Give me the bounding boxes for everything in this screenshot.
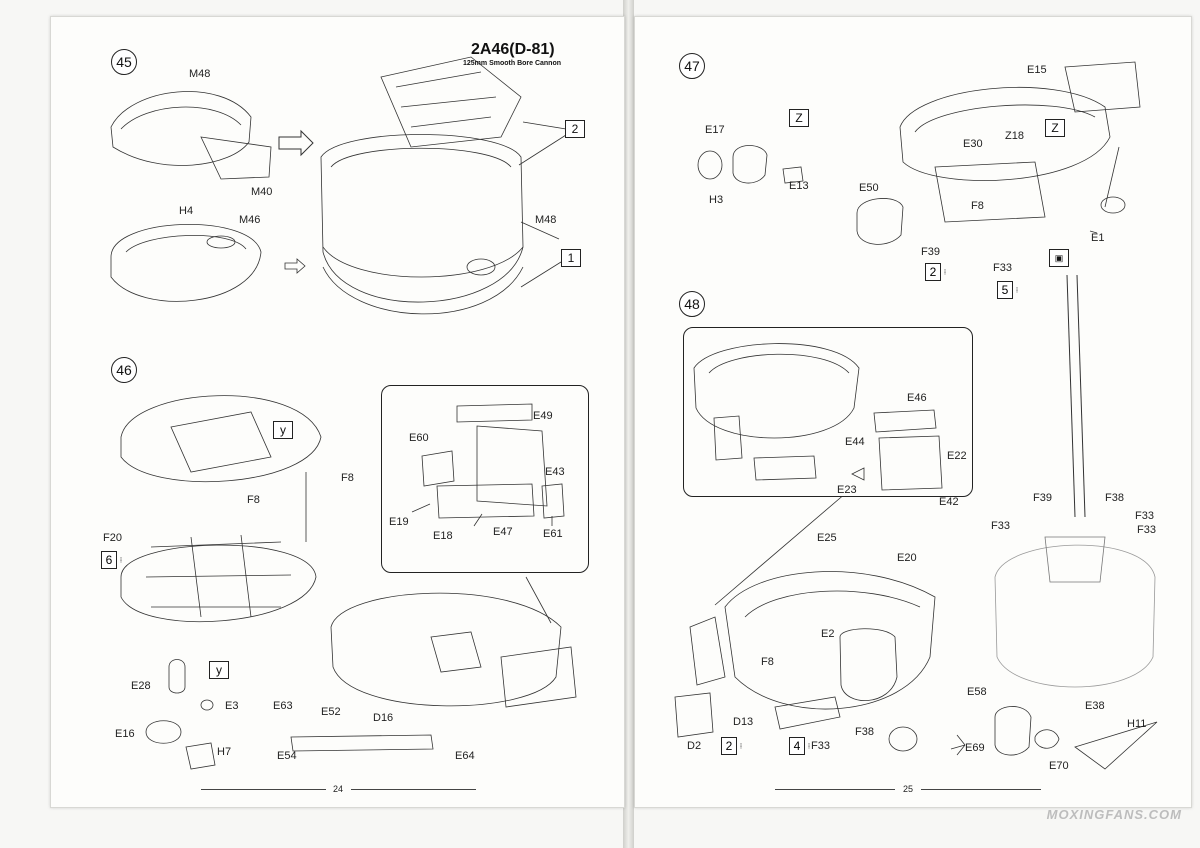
part-label: E52 <box>321 706 341 718</box>
part-label: E16 <box>115 728 135 740</box>
detail-callout-art <box>411 403 565 527</box>
detail-callout-art <box>693 343 943 491</box>
part-label: F38 <box>1105 492 1124 504</box>
paint-ref: 6 •••• <box>101 551 124 569</box>
part-label: E47 <box>493 526 513 538</box>
reference-icon: ▣ <box>1049 249 1069 267</box>
part-label: F8 <box>247 494 260 506</box>
part-label: E61 <box>543 528 563 540</box>
step-47-number: 47 <box>679 53 705 79</box>
part-label: E3 <box>225 700 239 712</box>
part-label: E23 <box>837 484 857 496</box>
part-label: F33 <box>1137 524 1156 536</box>
part-label: F8 <box>971 200 984 212</box>
part-label: E43 <box>545 466 565 478</box>
paint-ref: 2 •••• <box>721 737 744 755</box>
page-number: 24 <box>333 784 344 794</box>
part-label: H4 <box>179 205 194 217</box>
detail-callout <box>683 327 973 497</box>
part-label: F33 <box>1135 510 1154 522</box>
part-label: E25 <box>817 532 837 544</box>
part-label: F33 <box>811 740 830 752</box>
marker-y-top: y <box>273 421 293 439</box>
part-label: D13 <box>733 716 754 728</box>
part-label: H3 <box>709 194 724 206</box>
part-label: E17 <box>705 124 725 136</box>
part-label: F39 <box>1033 492 1052 504</box>
part-label: E30 <box>963 138 983 150</box>
part-label: F20 <box>103 532 122 544</box>
part-label: E58 <box>967 686 987 698</box>
part-label: M40 <box>251 186 273 198</box>
part-label: D16 <box>373 712 394 724</box>
book-gutter <box>623 0 634 848</box>
footer-rule <box>775 789 895 790</box>
part-label: E42 <box>939 496 959 508</box>
part-label: E15 <box>1027 64 1047 76</box>
part-label: F38 <box>855 726 874 738</box>
part-label: Z18 <box>1005 130 1024 142</box>
right-page: 47 E15 Z Z E17 E13 H3 E30 Z18 E50 F8 E1 … <box>634 16 1192 808</box>
detail-callout <box>381 385 589 573</box>
footer-rule <box>351 789 476 790</box>
part-label: H11 <box>1127 718 1147 730</box>
marker-z-right: Z <box>1045 119 1065 137</box>
gun-title: 2A46(D-81) <box>471 41 555 58</box>
paint-ref: 5 •••• <box>997 281 1020 299</box>
right-line-art <box>674 61 1158 770</box>
part-label: M48 <box>535 214 557 226</box>
part-label: E2 <box>821 628 835 640</box>
step-46-number: 46 <box>111 357 137 383</box>
part-label: F33 <box>991 520 1010 532</box>
part-label: E20 <box>897 552 917 564</box>
part-label: H7 <box>217 746 232 758</box>
left-page: 45 2A46(D-81) 125mm Smooth Bore Cannon M… <box>50 16 625 808</box>
footer-rule <box>201 789 326 790</box>
part-label: E70 <box>1049 760 1069 772</box>
part-label: F8 <box>761 656 774 668</box>
part-label: E28 <box>131 680 151 692</box>
part-label: E63 <box>273 700 293 712</box>
footer-rule <box>921 789 1041 790</box>
watermark: MOXINGFANS.COM <box>1046 807 1182 822</box>
marker-z-left: Z <box>789 109 809 127</box>
part-label: E1 <box>1091 232 1105 244</box>
part-label: E38 <box>1085 700 1105 712</box>
part-label: E64 <box>455 750 475 762</box>
part-label: F8 <box>341 472 354 484</box>
page-number: 25 <box>903 784 914 794</box>
part-label: M46 <box>239 214 261 226</box>
marker-y-detail: y <box>209 661 229 679</box>
part-label: E18 <box>433 530 453 542</box>
paint-ref: 4 •••• <box>789 737 812 755</box>
subassembly-ref: 2 <box>565 120 585 138</box>
paint-ref: 2 •••• <box>925 263 948 281</box>
subassembly-ref: 1 <box>561 249 581 267</box>
part-label: E54 <box>277 750 297 762</box>
part-label: E60 <box>409 432 429 444</box>
gun-subtitle: 125mm Smooth Bore Cannon <box>463 60 562 67</box>
part-label: E13 <box>789 180 809 192</box>
part-label: E46 <box>907 392 927 404</box>
left-line-art <box>110 56 577 770</box>
part-label: D2 <box>687 740 702 752</box>
part-label: F33 <box>993 262 1012 274</box>
part-label: F39 <box>921 246 940 258</box>
part-label: M48 <box>189 68 211 80</box>
part-label: E22 <box>947 450 967 462</box>
part-label: E44 <box>845 436 865 448</box>
part-label: E69 <box>965 742 985 754</box>
step-45-number: 45 <box>111 49 137 75</box>
part-label: E49 <box>533 410 553 422</box>
part-label: E50 <box>859 182 879 194</box>
part-label: E19 <box>389 516 409 528</box>
step-48-number: 48 <box>679 291 705 317</box>
